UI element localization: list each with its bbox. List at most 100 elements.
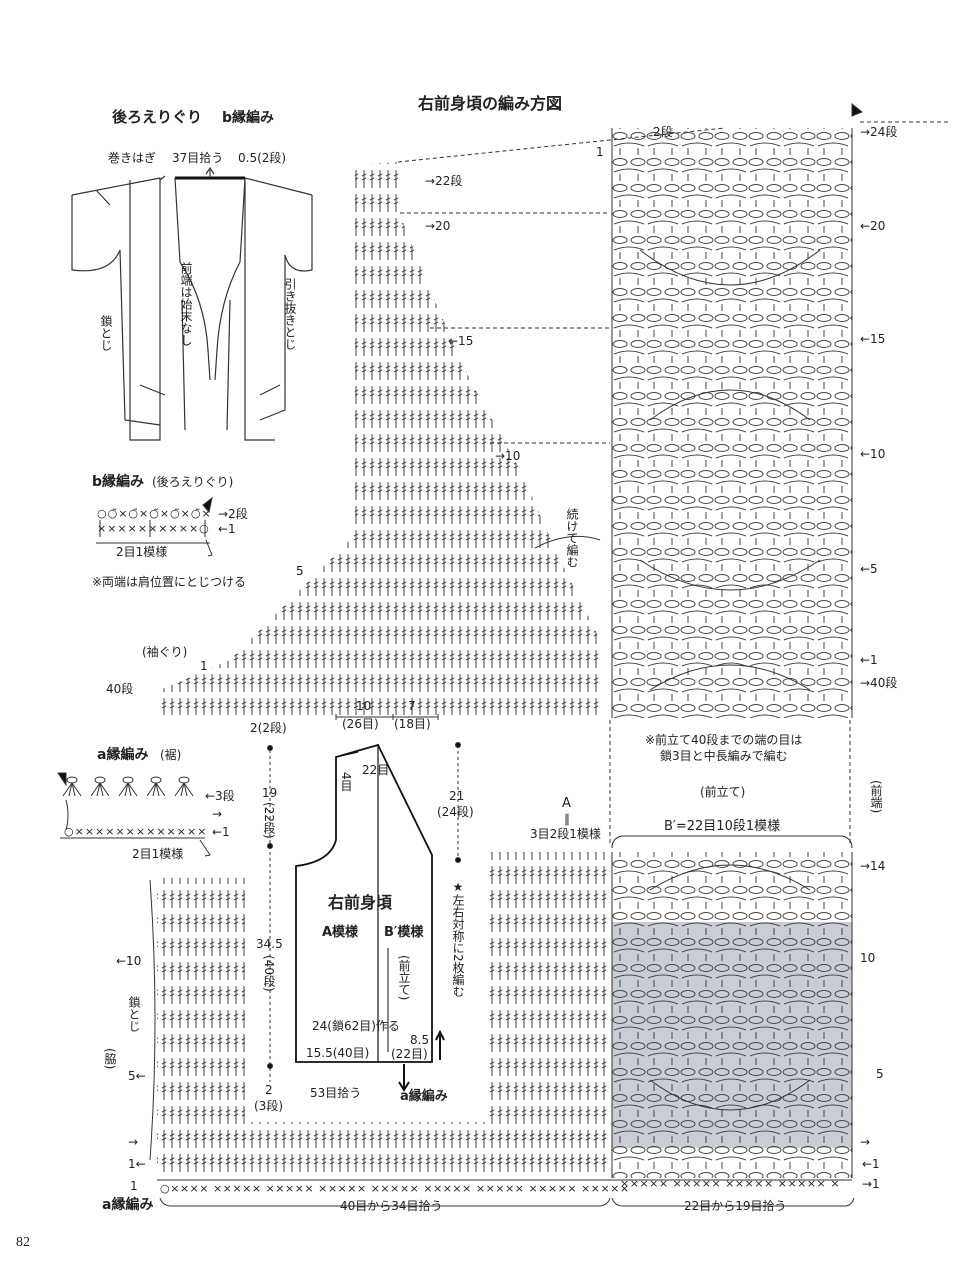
b-edge-repeat: 2目1模様 bbox=[116, 545, 168, 559]
right-front-schematic bbox=[295, 743, 445, 1092]
side-label: (脇) bbox=[103, 1048, 117, 1070]
height-2-2rows: 2(2段) bbox=[250, 721, 287, 735]
main-title: 右前身頃の編み方図 bbox=[418, 94, 563, 113]
b-edge-note: ※両端は肩位置にとじつける bbox=[92, 575, 247, 589]
row-5-right: ←5 bbox=[860, 562, 878, 576]
width-18-sts: (18目) bbox=[394, 717, 431, 731]
row-2: 2段 bbox=[653, 125, 673, 139]
schematic-dimension-lines bbox=[267, 714, 461, 1082]
back-neck-title-sub: b縁編み bbox=[222, 110, 275, 126]
label-maki-hagi: 巻きはぎ bbox=[108, 151, 157, 165]
lower-row-arrow-right: → bbox=[860, 1135, 871, 1149]
bottom-155-40: 15.5(40目) bbox=[306, 1046, 370, 1060]
height-24-rows: (24段) bbox=[437, 805, 474, 819]
lower-row-5-right: 5 bbox=[876, 1067, 884, 1081]
row-1-top: 1 bbox=[596, 145, 604, 159]
a-edge-row1-symbols: ○××××××××××××× bbox=[64, 825, 208, 838]
a-edge-chart bbox=[57, 772, 211, 857]
note-line-2: 鎖3目と中長編みで編む bbox=[660, 749, 788, 763]
symmetric-note: ★左右対称に2枚編む bbox=[451, 880, 465, 998]
schematic-title: 右前身頃 bbox=[328, 893, 393, 912]
b-edge-row1-symbols: ××××××××××○ bbox=[97, 522, 210, 535]
bottom-a-edge-label: a縁編み bbox=[102, 1197, 154, 1213]
label-front-edge: 前端は始末なし bbox=[179, 262, 193, 346]
row-5-left: 5 bbox=[296, 564, 304, 578]
height-19: 19 bbox=[262, 786, 278, 800]
row-15-left: ←15 bbox=[448, 334, 474, 348]
neck-4-sts: 4目 bbox=[339, 772, 353, 792]
schematic-a-edge: a縁編み bbox=[400, 1089, 448, 1104]
lower-row-arrow-left: → bbox=[128, 1135, 139, 1149]
lower-row-5-left: 5← bbox=[128, 1069, 146, 1083]
a-pattern-eq: ∥ bbox=[564, 812, 570, 826]
pattern-a: A模様 bbox=[322, 925, 359, 940]
upper-chart bbox=[160, 102, 950, 845]
b-pattern-repeat: B′=22目10段1模様 bbox=[664, 819, 781, 834]
front-edge-label: (前端) bbox=[869, 780, 883, 814]
b-edge-chart bbox=[96, 496, 213, 557]
row-10-left: →10 bbox=[495, 449, 521, 463]
lower-edge-row-1-left: 1 bbox=[130, 1179, 138, 1193]
lower-edge-row-1-right: →1 bbox=[862, 1177, 880, 1191]
lower-row-14: →14 bbox=[860, 859, 886, 873]
schematic-front-band: (前立て) bbox=[397, 955, 411, 1001]
b-edge-row2-label: →2段 bbox=[218, 507, 248, 521]
label-05-2-rows: 0.5(2段) bbox=[238, 151, 287, 165]
a-edge-title-sub: (裾) bbox=[160, 748, 182, 762]
row-15-right: ←15 bbox=[860, 332, 886, 346]
label-slip-stitch-join: 引き抜きとじ bbox=[283, 278, 297, 350]
edge-x-row-left: ○×××× ××××× ××××× ××××× ××××× ××××× ××××… bbox=[160, 1182, 630, 1195]
row-1-right: ←1 bbox=[860, 653, 878, 667]
edge-x-row-right: ××××× ××××× ××××× ××××× × bbox=[620, 1177, 841, 1190]
chain-join-label: 鎖とじ bbox=[127, 996, 141, 1032]
row-24: →24段 bbox=[860, 125, 898, 139]
bottom-left-pick: 40目から34目拾う bbox=[340, 1199, 443, 1213]
b-edge-title: b縁編み bbox=[92, 474, 145, 490]
row-22: →22段 bbox=[425, 174, 463, 188]
width-10: 10 bbox=[356, 699, 372, 713]
label-chain-join: 鎖とじ bbox=[99, 315, 113, 351]
row-40-right: →40段 bbox=[860, 676, 898, 690]
b-edge-title-sub: (後ろえりぐり) bbox=[152, 475, 234, 489]
width-26-sts: (26目) bbox=[342, 717, 379, 731]
height-3-rows: (3段) bbox=[254, 1099, 283, 1113]
row-20-right: ←20 bbox=[860, 219, 886, 233]
a-edge-row1: ←1 bbox=[212, 825, 230, 839]
page-number: 82 bbox=[16, 1235, 30, 1250]
label-37-pick: 37目拾う bbox=[172, 151, 224, 165]
a-pattern-repeat: 3目2段1模様 bbox=[530, 827, 601, 841]
base-chain: 24(鎖62目)作る bbox=[312, 1019, 400, 1033]
lower-row-1-left: 1← bbox=[128, 1157, 146, 1171]
lower-row-10-left: ←10 bbox=[116, 954, 142, 968]
lower-chart bbox=[149, 835, 855, 1207]
lower-row-10-right: 10 bbox=[860, 951, 876, 965]
a-edge-row2: → bbox=[212, 807, 223, 821]
height-21: 21 bbox=[449, 789, 465, 803]
pick-53-sts: 53目拾う bbox=[310, 1086, 362, 1100]
row-10-right: ←10 bbox=[860, 447, 886, 461]
armhole-label: (袖ぐり) bbox=[142, 645, 188, 659]
note-line-1: ※前立て40段までの端の目は bbox=[645, 733, 803, 747]
height-345: 34.5 bbox=[256, 937, 283, 951]
width-7: 7 bbox=[408, 699, 416, 713]
back-neck-title: 後ろえりぐり bbox=[112, 108, 203, 126]
a-edge-title: a縁編み bbox=[97, 747, 149, 763]
row-40-left: 40段 bbox=[106, 682, 134, 696]
height-2: 2 bbox=[265, 1083, 273, 1097]
a-edge-row3: ←3段 bbox=[205, 789, 235, 803]
bottom-22-sts: (22目) bbox=[391, 1047, 428, 1061]
a-pattern-label: A bbox=[562, 796, 571, 811]
b-edge-row1-label: ←1 bbox=[218, 522, 236, 536]
a-edge-repeat: 2目1模様 bbox=[132, 847, 184, 861]
row-20-left: →20 bbox=[425, 219, 451, 233]
front-band-label: (前立て) bbox=[700, 785, 746, 799]
back-neck-schematic bbox=[71, 166, 313, 441]
pattern-b: B′模様 bbox=[384, 925, 424, 940]
row-1-left: 1 bbox=[200, 659, 208, 673]
height-40-rows: (40段) bbox=[262, 955, 276, 992]
bottom-right-pick: 22目から19目拾う bbox=[684, 1199, 787, 1213]
shoulder-22-sts: 22目 bbox=[362, 763, 390, 777]
height-22-rows: (22段) bbox=[262, 802, 276, 839]
b-edge-row2-symbols: ○○̃×○̃×○̃×○̃×○̃× bbox=[97, 507, 212, 520]
